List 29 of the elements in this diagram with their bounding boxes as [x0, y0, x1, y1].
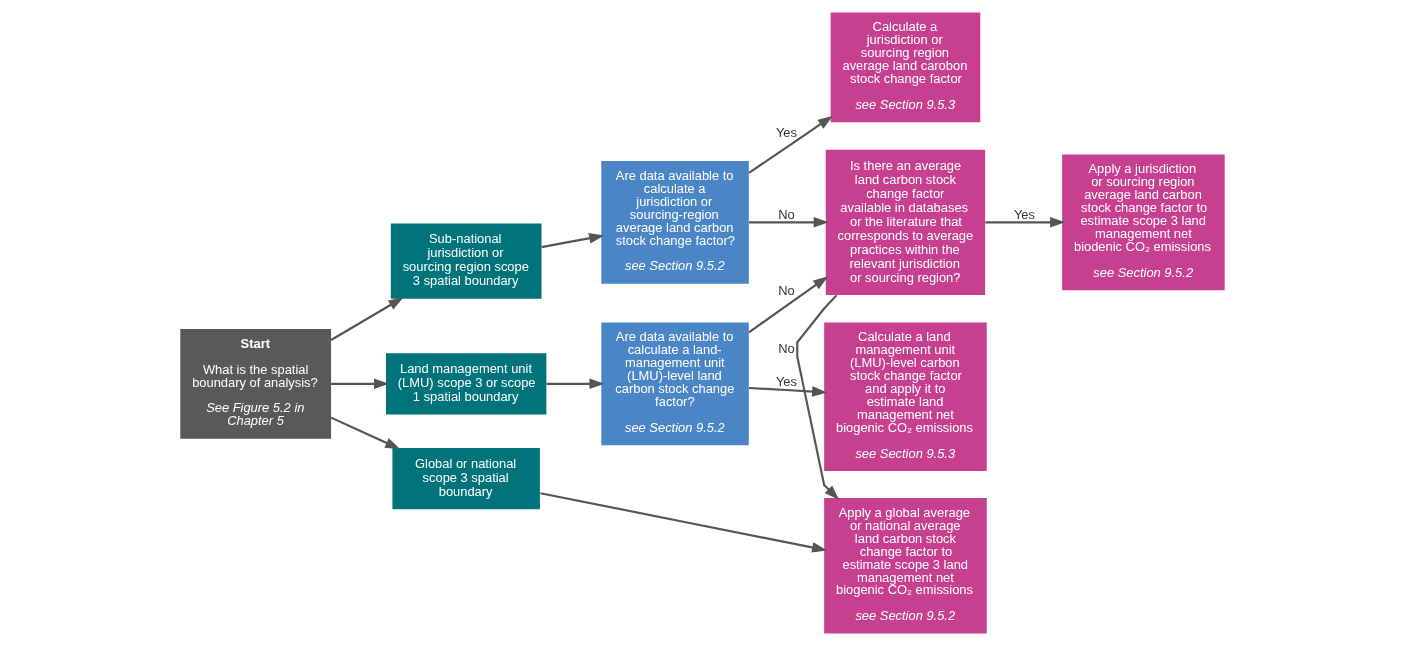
arrow	[796, 294, 840, 500]
edge-label: Yes	[775, 373, 798, 389]
arrow	[331, 378, 390, 390]
arrow	[330, 297, 404, 341]
arrow	[546, 378, 605, 390]
node-box: Start What is the spatial boundary of analysis? See Figure 5.2 in Chapter 5	[180, 328, 332, 439]
node-box: Land management unit (LMU) scope 3 or scope 1 spatial boundary	[385, 353, 547, 415]
edge-label: No	[778, 283, 795, 299]
node-box: Is there an average land carbon stock change factor available in databases or the literature that corresponds to average practices within the relevant jurisdiction or sourcing region?	[825, 149, 986, 295]
arrow	[748, 115, 833, 174]
node-box: Calculate a jurisdiction or sourcing region average land carobon stock change factor see Section 9.5.3	[830, 12, 981, 123]
arrow	[540, 492, 828, 553]
node-box: Are data available to calculate a land-management unit (LMU)-level land carbon stock change factor? see Section 9.5.2	[601, 322, 749, 446]
node-box: Sub-national jurisdiction or sourcing region scope 3 spatial boundary	[390, 223, 542, 299]
node-box: Are data available to calculate a jurisdiction or sourcing-region average land carbon stock change factor? see Section 9.5.2	[601, 160, 749, 284]
edge-label: Yes	[775, 124, 798, 140]
arrow	[541, 233, 605, 249]
edge-label: No	[778, 340, 795, 356]
arrow	[748, 386, 828, 397]
node-box: Global or national scope 3 spatial boundary	[392, 447, 540, 510]
node-box: Calculate a land management unit (LMU)-level carbon stock change factor and apply it to estimate land management net biogenic CO₂ emissions see Section 9.5.3	[824, 322, 987, 472]
node-box: Apply a global average or national average land carbon stock change factor to estimate scope 3 land management net biogenic CO₂ emissions see Section 9.5.2	[824, 497, 987, 634]
edge-label: No	[778, 206, 795, 222]
node-box: Apply a jurisdiction or sourcing region average land carbon stock change factor to estimate scope 3 land management net biodenic CO₂ emissions see Section 9.5.2	[1062, 154, 1225, 291]
arrow	[748, 276, 829, 334]
arrow	[985, 217, 1066, 228]
edge-label: Yes	[1013, 206, 1035, 222]
arrow	[748, 217, 829, 228]
arrow	[330, 416, 401, 450]
